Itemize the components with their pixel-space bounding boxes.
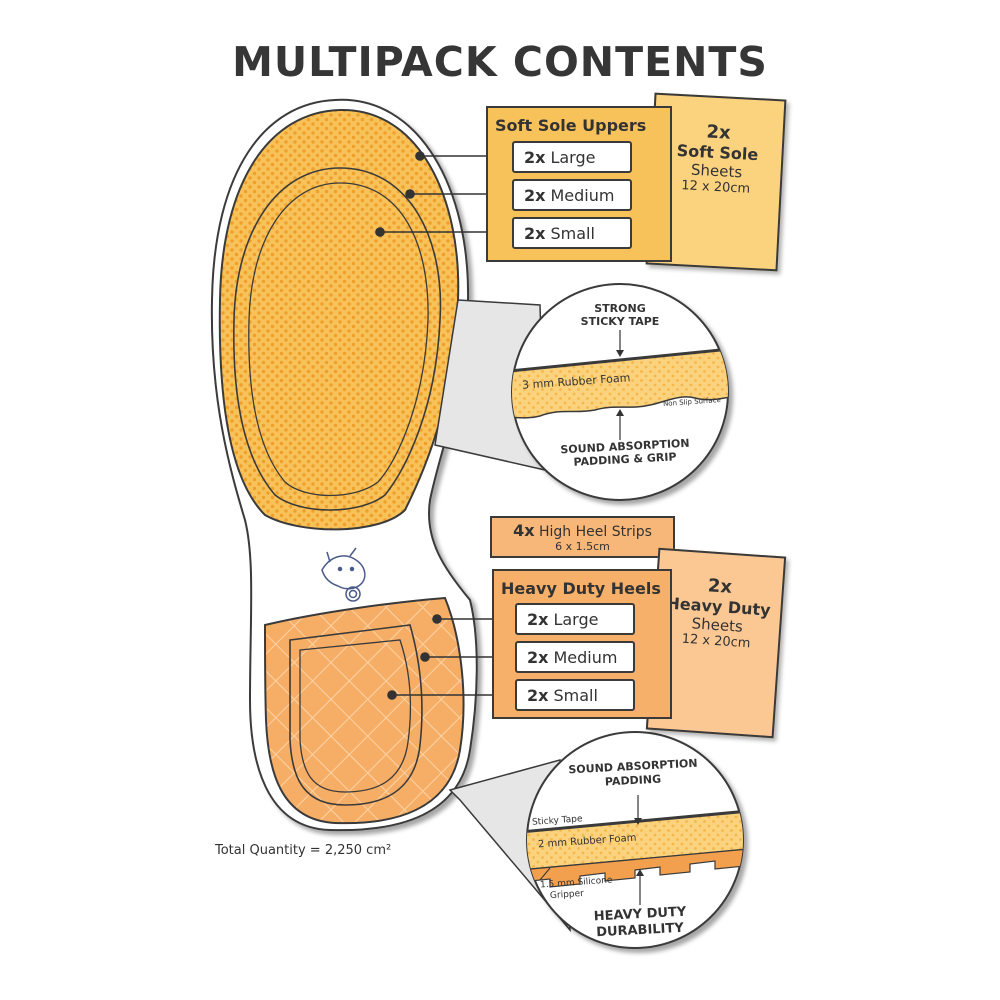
soft-size-large-label: Large (550, 147, 596, 167)
heavy-heel-large (263, 596, 465, 825)
soft-callout-top-label-2: STICKY TAPE (580, 315, 660, 328)
soft-size-small-qty: 2x (524, 223, 546, 243)
heel-strips-dims: 6 x 1.5cm (555, 540, 610, 553)
heavy-size-large-qty: 2x (527, 609, 549, 629)
soft-sole-large (218, 108, 460, 531)
heavy-duty-callout (526, 731, 744, 949)
heavy-duty-panel-title: Heavy Duty Heels (501, 579, 661, 598)
soft-size-medium: 2x Medium (512, 179, 632, 211)
soft-size-large-qty: 2x (524, 147, 546, 167)
total-quantity: Total Quantity = 2,250 cm² (215, 843, 392, 858)
high-heel-strips-box: 4x High Heel Strips 6 x 1.5cm (490, 516, 675, 558)
soft-sole-panel-title: Soft Sole Uppers (495, 116, 647, 135)
soft-callout-top-label-1: STRONG (594, 302, 646, 315)
heavy-size-small-qty: 2x (527, 685, 549, 705)
heel-strips-label: High Heel Strips (538, 524, 652, 540)
soft-size-small: 2x Small (512, 217, 632, 249)
dog-logo-icon (321, 547, 366, 602)
soft-size-large: 2x Large (512, 141, 632, 173)
page-title: MULTIPACK CONTENTS (232, 38, 768, 86)
heavy-size-large: 2x Large (515, 603, 635, 635)
heavy-heel-medium-outline (289, 624, 423, 806)
heavy-size-medium-qty: 2x (527, 647, 549, 667)
heavy-size-medium: 2x Medium (515, 641, 635, 673)
soft-sole-medium-outline (233, 167, 442, 511)
soft-size-small-label: Small (550, 223, 595, 243)
soft-size-medium-qty: 2x (524, 185, 546, 205)
soft-sole-small-outline (248, 182, 429, 497)
soft-size-medium-label: Medium (550, 185, 615, 205)
heavy-size-small-label: Small (553, 685, 598, 705)
heavy-size-large-label: Large (553, 609, 599, 629)
heavy-size-small: 2x Small (515, 679, 635, 711)
heel-strips-qty: 4x (513, 521, 535, 540)
heavy-heel-small-outline (299, 639, 411, 793)
heavy-size-medium-label: Medium (553, 647, 618, 667)
soft-sole-callout (511, 283, 729, 501)
